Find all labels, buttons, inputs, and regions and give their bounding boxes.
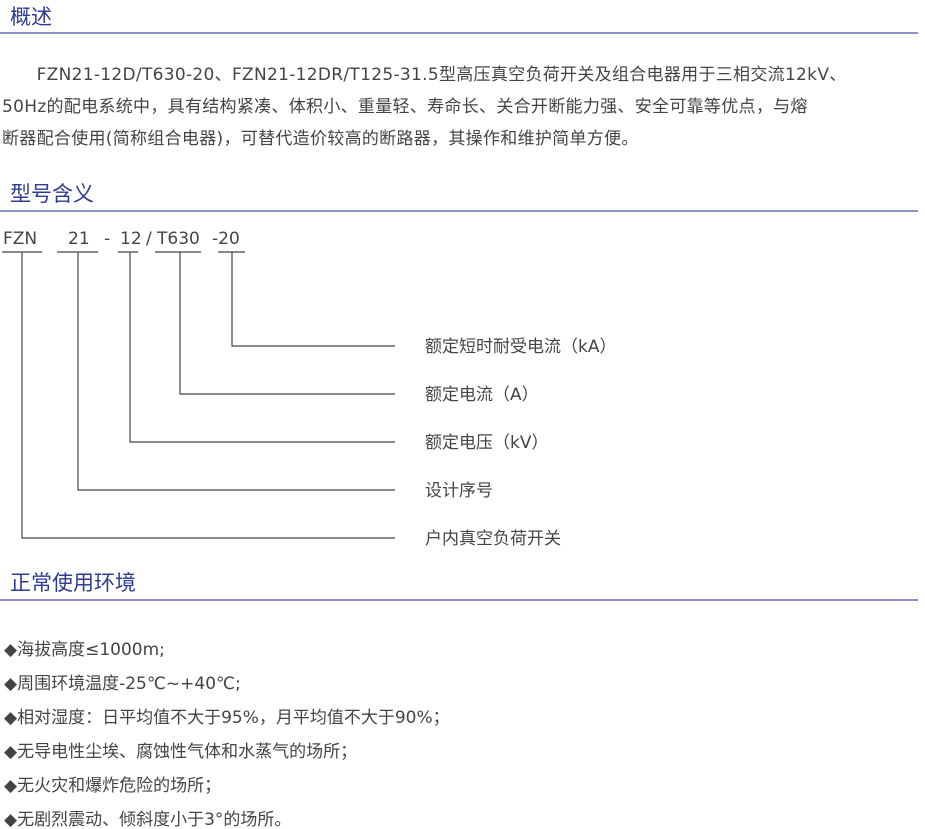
overview-paragraph: FZN21-12D/T630-20、FZN21-12DR/T125-31.5型高… <box>2 59 922 155</box>
divider <box>0 210 918 212</box>
list-item: ◆周围环境温度-25℃~+40℃; <box>4 674 241 694</box>
model-part-withstand: -20 <box>212 229 240 249</box>
section-title-environment: 正常使用环境 <box>10 571 136 595</box>
divider <box>0 599 918 601</box>
model-part-dash: - <box>104 229 111 249</box>
list-item: ◆无火灾和爆炸危险的场所； <box>4 776 222 796</box>
list-item: ◆无导电性尘埃、腐蚀性气体和水蒸气的场所； <box>4 742 358 762</box>
model-part-series: FZN <box>3 229 38 249</box>
meaning-rated-voltage: 额定电压（kV） <box>425 433 549 453</box>
section-title-overview: 概述 <box>10 5 52 29</box>
paragraph-line: 50Hz的配电系统中，具有结构紧凑、体积小、重量轻、寿命长、关合开断能力强、安全… <box>2 97 808 117</box>
section-title-model: 型号含义 <box>10 182 94 206</box>
model-part-current: T630 <box>157 229 200 249</box>
meaning-design-number: 设计序号 <box>425 481 493 501</box>
meaning-withstand-current: 额定短时耐受电流（kA） <box>425 337 617 357</box>
list-item: ◆海拔高度≤1000m; <box>4 640 165 660</box>
model-part-voltage: 12 <box>120 229 142 249</box>
list-item: ◆无剧烈震动、倾斜度小于3°的场所。 <box>4 810 292 829</box>
model-part-design: 21 <box>68 229 90 249</box>
meaning-indoor-vacuum-switch: 户内真空负荷开关 <box>425 529 561 549</box>
divider <box>0 32 918 34</box>
paragraph-line: FZN21-12D/T630-20、FZN21-12DR/T125-31.5型高… <box>2 65 847 85</box>
meaning-rated-current: 额定电流（A） <box>425 385 539 405</box>
model-part-slash: / <box>146 229 152 249</box>
paragraph-line: 断器配合使用(简称组合电器)，可替代造价较高的断路器，其操作和维护简单方便。 <box>2 129 639 149</box>
list-item: ◆相对湿度：日平均值不大于95%，月平均值不大于90%； <box>4 708 450 728</box>
